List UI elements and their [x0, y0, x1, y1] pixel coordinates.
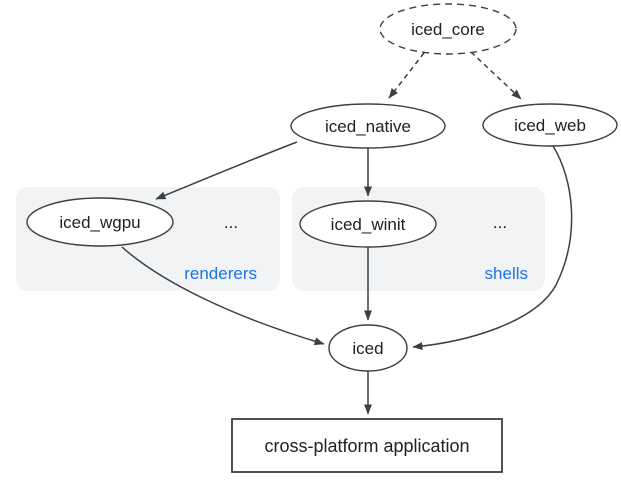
- node-iced-label: iced: [352, 339, 383, 358]
- node-iced-core-label: iced_core: [411, 20, 485, 39]
- node-application-box: [231, 418, 503, 473]
- node-iced-native-label: iced_native: [325, 117, 411, 136]
- node-iced-native: [290, 103, 446, 149]
- renderers-group-label: renderers: [184, 264, 257, 283]
- shells-ellipsis: ...: [493, 213, 507, 232]
- edge-web-to-iced: [412, 145, 573, 351]
- node-iced-winit: [299, 200, 437, 248]
- node-iced-web-label: iced_web: [514, 116, 586, 135]
- node-iced-web: [482, 103, 618, 147]
- renderers-ellipsis: ...: [224, 213, 238, 232]
- node-iced-wgpu: [26, 197, 174, 247]
- edge-core-to-native: [388, 52, 425, 99]
- edge-core-to-web: [470, 51, 522, 100]
- node-iced-core: [379, 3, 517, 55]
- node-iced-winit-label: iced_winit: [331, 215, 406, 234]
- node-iced-wgpu-label: iced_wgpu: [59, 213, 140, 232]
- edge-native-to-wgpu: [155, 141, 298, 200]
- node-iced: [328, 324, 408, 372]
- node-application-label: cross-platform application: [264, 436, 469, 456]
- edge-wgpu-to-iced: [121, 246, 325, 346]
- shells-group-label: shells: [485, 264, 528, 283]
